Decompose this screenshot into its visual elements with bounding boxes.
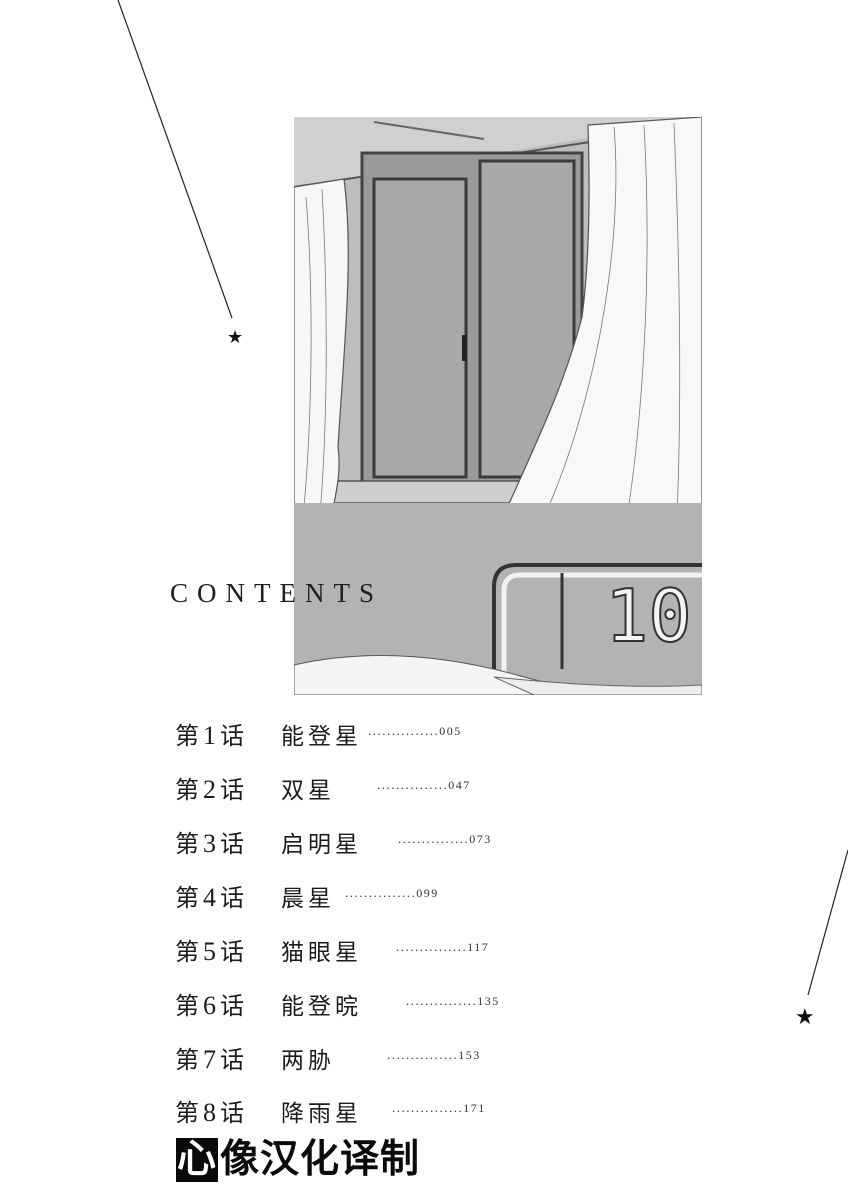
chapter-page: 099 xyxy=(416,886,439,900)
star-icon-top: ★ xyxy=(227,327,243,348)
chapter-leader: ...............135 xyxy=(406,993,500,1008)
chapter-title: 能登晥 xyxy=(281,994,362,1020)
chapter-title: 降雨星 xyxy=(281,1101,362,1127)
chapter-title: 两胁 xyxy=(281,1048,335,1074)
credit-rest: 像汉化译制 xyxy=(220,1137,421,1182)
window-curtain-illustration xyxy=(294,117,702,695)
chapter-title: 猫眼星 xyxy=(281,940,362,966)
chapter-leader: ...............171 xyxy=(392,1100,486,1115)
bed-number-label: 10 xyxy=(604,574,693,658)
chapter-page: 135 xyxy=(477,994,500,1008)
chapter-page: 047 xyxy=(448,778,471,792)
chapter-title: 双星 xyxy=(281,778,335,804)
chapter-title: 能登星 xyxy=(281,724,362,750)
chapter-leader: ...............153 xyxy=(387,1047,481,1062)
chapter-page: 153 xyxy=(458,1048,481,1062)
shooting-star-trail-top xyxy=(117,0,233,319)
chapter-leader: ...............117 xyxy=(396,939,490,954)
chapter-page: 117 xyxy=(467,940,490,954)
chapter-page: 073 xyxy=(469,832,492,846)
chapter-title: 晨星 xyxy=(281,886,335,912)
credit-first-char: 心 xyxy=(176,1137,219,1182)
chapter-leader: ...............047 xyxy=(377,777,471,792)
star-icon-bottom: ★ xyxy=(795,1005,815,1030)
scanlation-credit: 心像汉化译制 xyxy=(176,1128,420,1184)
chapter-leader: ...............073 xyxy=(398,831,492,846)
contents-heading: CONTENTS xyxy=(170,578,383,608)
chapter-title: 启明星 xyxy=(281,832,362,858)
chapter-leader: ...............099 xyxy=(345,885,439,900)
shooting-star-trail-bottom xyxy=(807,849,848,996)
chapter-page: 171 xyxy=(463,1101,486,1115)
chapter-leader: ...............005 xyxy=(368,723,462,738)
chapter-page: 005 xyxy=(439,724,462,738)
